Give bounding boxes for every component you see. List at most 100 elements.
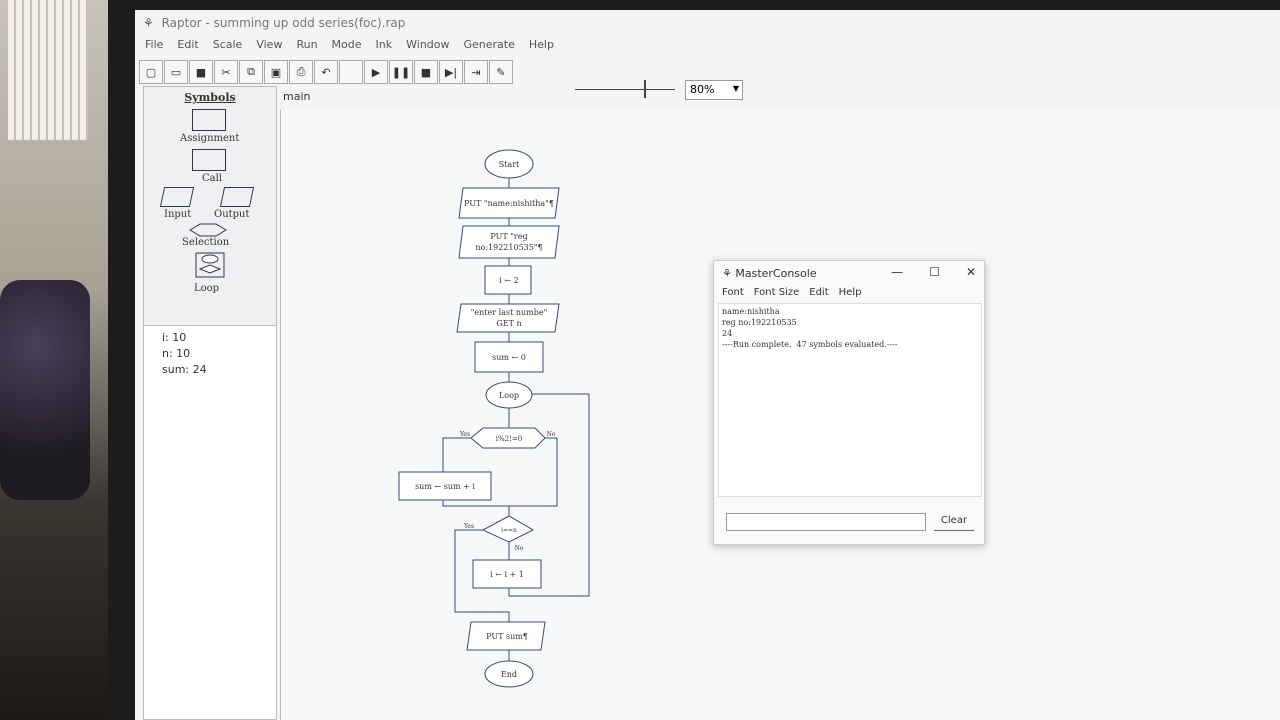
variable-n: n: 10 (162, 347, 191, 360)
cond2-text: i==n (501, 527, 517, 534)
call-label: Call (202, 173, 223, 184)
minimize-icon[interactable]: — (891, 265, 904, 279)
console-menu: Font Font Size Edit Help (722, 287, 861, 298)
yes1-text: Yes (459, 431, 470, 438)
assign-i-node (484, 265, 532, 295)
step-icon[interactable]: ▶| (439, 60, 463, 84)
output-symbol[interactable] (219, 187, 255, 207)
no1-text: No (547, 431, 556, 438)
sum-update-text: sum ← sum + i (415, 482, 475, 491)
copy-icon[interactable]: ⧉ (239, 60, 263, 84)
no2-text: No (515, 545, 524, 552)
get-prompt-text: "enter last numbe" (471, 308, 548, 317)
raptor-icon: ⚘ (143, 16, 154, 30)
yes2-text: Yes (463, 523, 474, 530)
flowchart-canvas[interactable]: Start PUT "name:nishitha"¶ PUT "reg no:1… (280, 110, 1280, 720)
console-menu-font[interactable]: Font (722, 287, 744, 298)
zoom-value: 80% (690, 83, 715, 96)
slider-thumb[interactable] (643, 80, 646, 98)
menu-run[interactable]: Run (296, 38, 318, 51)
put-name-text: PUT "name:nishitha"¶ (464, 199, 554, 208)
console-output[interactable]: name:nishitha reg no:192210535 24 ----Ru… (718, 303, 982, 497)
put-sum-node (466, 621, 546, 651)
play-icon[interactable]: ▶ (364, 60, 388, 84)
raptor-window: ⚘ Raptor - summing up odd series(foc).ra… (135, 10, 1280, 720)
get-n-text: GET n (496, 319, 521, 328)
variables-panel: i: 10 n: 10 sum: 24 (143, 325, 277, 720)
bag (0, 280, 90, 500)
maximize-icon[interactable]: ☐ (929, 265, 940, 279)
sum-update-node (398, 471, 492, 501)
menu-window[interactable]: Window (406, 38, 450, 51)
end-node (484, 660, 534, 688)
undo-icon[interactable]: ↶ (314, 60, 338, 84)
put-reg-node (458, 225, 560, 259)
variable-sum: sum: 24 (162, 363, 207, 376)
call-symbol[interactable] (192, 149, 226, 171)
menu-generate[interactable]: Generate (463, 38, 515, 51)
loop-symbol[interactable] (190, 251, 230, 279)
print-icon[interactable]: ⎙ (289, 60, 313, 84)
assign-sum-node (474, 341, 544, 373)
selection-label: Selection (182, 237, 230, 248)
start-text: Start (499, 160, 520, 169)
console-menu-help[interactable]: Help (838, 287, 862, 298)
input-label: Input (164, 209, 192, 220)
menu-view[interactable]: View (256, 38, 283, 51)
inc-i-text: i ← i + 1 (490, 570, 524, 579)
menu-file[interactable]: File (145, 38, 164, 51)
assign-sum-text: sum ← 0 (492, 353, 526, 362)
window-light (8, 0, 88, 140)
clear-button[interactable]: Clear (934, 515, 974, 531)
menu-help[interactable]: Help (528, 38, 554, 51)
paste-icon[interactable]: ▣ (264, 60, 288, 84)
end-text: End (501, 670, 517, 679)
window-controls: — ☐ ✕ (891, 265, 976, 279)
symbols-panel: Symbols Assignment Call Input Output Sel… (143, 86, 277, 326)
pen-icon[interactable]: ✎ (489, 60, 513, 84)
menu-bar: File Edit Scale View Run Mode Ink Window… (135, 36, 1280, 56)
symbols-title: Symbols (184, 91, 236, 104)
speed-slider[interactable] (575, 80, 675, 98)
blank-button[interactable] (339, 60, 363, 84)
loop-text: Loop (499, 391, 519, 400)
start-node (484, 149, 534, 179)
assign-i-text: i ← 2 (499, 276, 518, 285)
menu-ink[interactable]: Ink (375, 38, 393, 51)
console-input[interactable] (726, 513, 926, 531)
pause-icon[interactable]: ❚❚ (389, 60, 413, 84)
get-n-node (456, 303, 560, 333)
assignment-label: Assignment (180, 133, 240, 144)
chevron-down-icon: ▼ (732, 84, 739, 93)
console-menu-font-size[interactable]: Font Size (753, 287, 800, 298)
loop-label: Loop (194, 283, 220, 294)
assignment-symbol[interactable] (192, 109, 226, 131)
inc-i-node (472, 559, 542, 589)
menu-edit[interactable]: Edit (177, 38, 199, 51)
zoom-select[interactable]: 80% ▼ (685, 80, 743, 100)
console-menu-edit[interactable]: Edit (809, 287, 829, 298)
loop-node (485, 381, 533, 409)
toolbar: ▢ ▭ ■ ✂ ⧉ ▣ ⎙ ↶ ▶ ❚❚ ■ ▶| ⇥ ✎ (139, 58, 513, 86)
cond1-text: i%2!=0 (496, 435, 522, 443)
title-bar: ⚘ Raptor - summing up odd series(foc).ra… (135, 10, 1280, 36)
close-icon[interactable]: ✕ (965, 265, 976, 279)
step-into-icon[interactable]: ⇥ (464, 60, 488, 84)
open-icon[interactable]: ▭ (164, 60, 188, 84)
save-icon[interactable]: ■ (189, 60, 213, 84)
put-reg-text-1: PUT "reg (490, 232, 527, 241)
new-icon[interactable]: ▢ (139, 60, 163, 84)
input-symbol[interactable] (159, 187, 195, 207)
master-console: ⚘ MasterConsole — ☐ ✕ Font Font Size Edi… (713, 260, 985, 545)
slider-track (575, 89, 675, 90)
put-name-node (458, 187, 560, 219)
menu-mode[interactable]: Mode (331, 38, 362, 51)
cond1-node (470, 427, 546, 449)
stop-icon[interactable]: ■ (414, 60, 438, 84)
put-reg-text-2: no:192210535"¶ (475, 243, 542, 252)
window-title: Raptor - summing up odd series(foc).rap (161, 16, 406, 30)
menu-scale[interactable]: Scale (212, 38, 243, 51)
selection-symbol[interactable] (188, 223, 228, 237)
tab-main[interactable]: main (283, 90, 311, 103)
cut-icon[interactable]: ✂ (214, 60, 238, 84)
